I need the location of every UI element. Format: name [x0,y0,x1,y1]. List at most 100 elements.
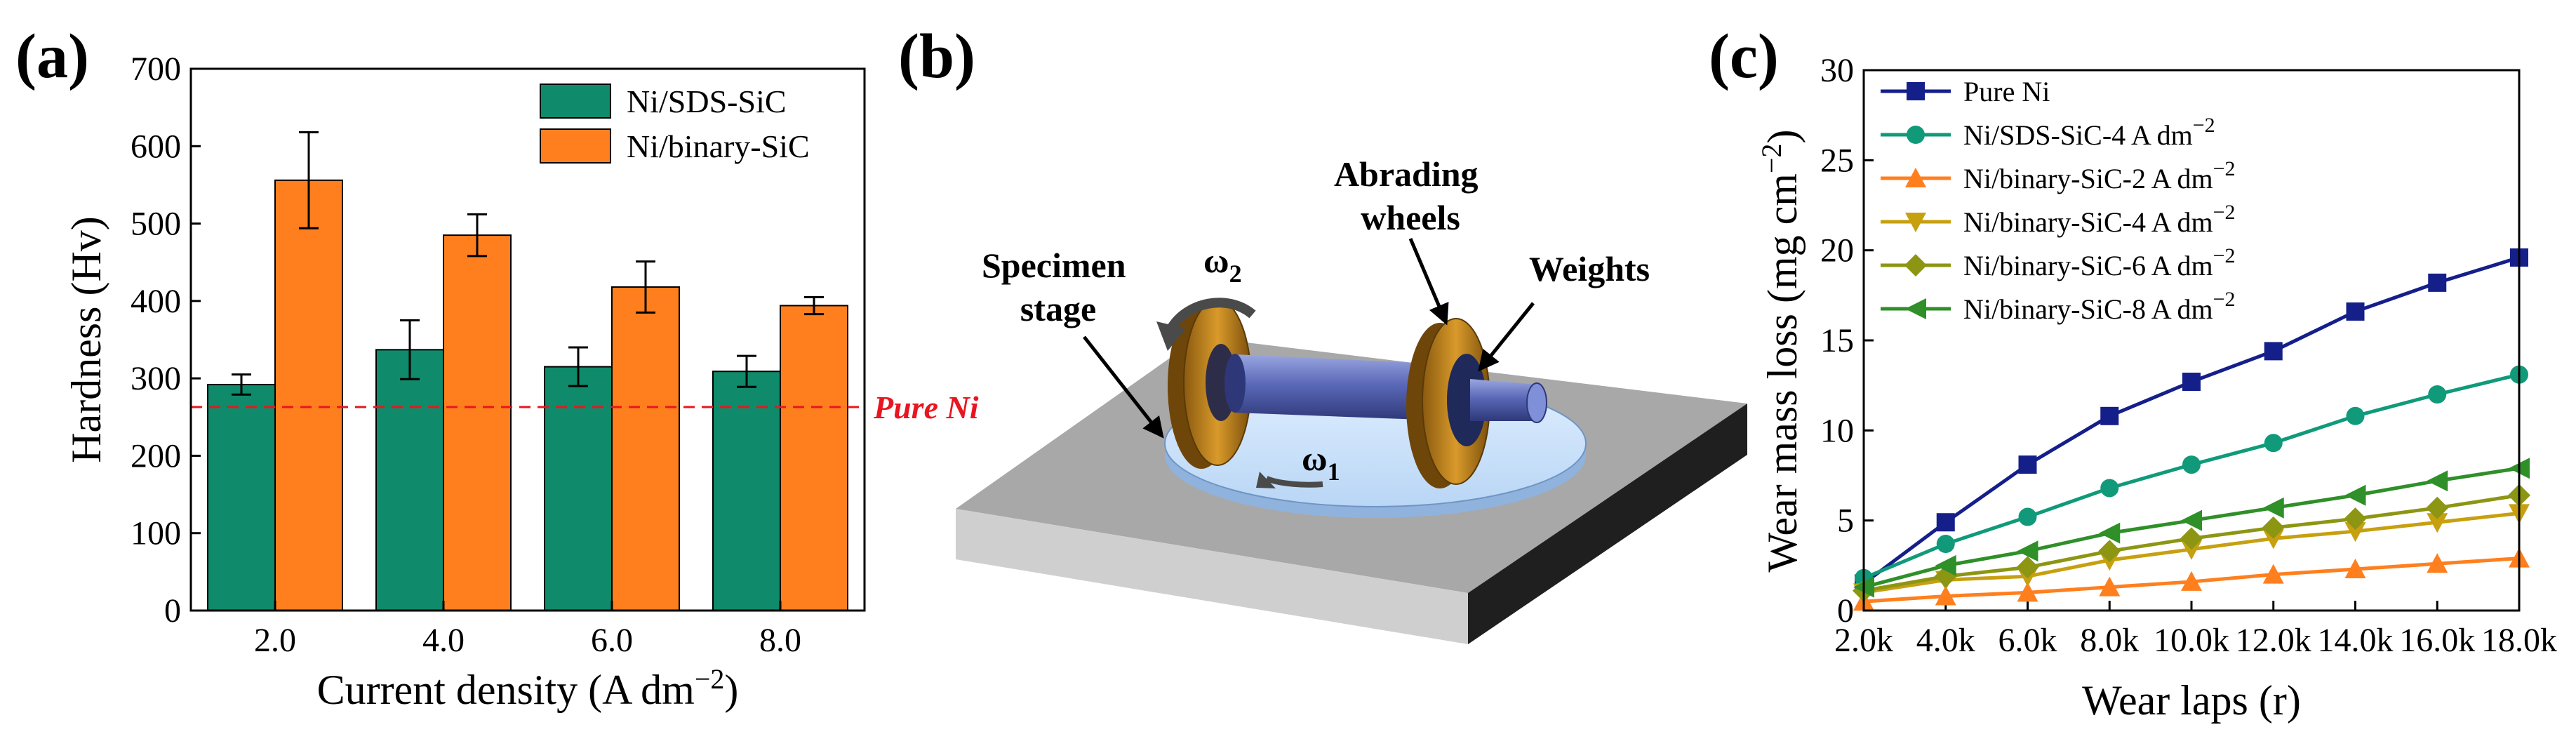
data-point [2264,342,2283,361]
data-point [2428,273,2447,292]
legend-entry-2: Ni/SDS-SiC-4 A dm−2 [1881,114,2215,151]
data-point [2181,509,2202,531]
data-point [2016,556,2039,579]
panel-a-plot-frame [189,67,866,612]
legend-label-binary: Ni/binary-SiC [627,128,810,164]
bar-binary [274,179,343,612]
panel-c-label: (c) [1709,22,1779,91]
x-tick-label: 2.0k [1834,622,1893,659]
legend-marker [1905,213,1926,232]
legend-label: Pure Ni [1963,76,2050,107]
specimen-stage-label: Specimen stage [982,246,1135,328]
y-tick-label: 600 [131,128,181,165]
panel-a-error-bars [232,131,824,396]
base-block-side [1468,404,1747,644]
data-point [2182,455,2201,474]
legend-marker [1904,254,1927,277]
data-point [2182,373,2201,392]
data-point [2264,434,2283,453]
data-point [2346,406,2365,425]
weights-label: Weights [1529,249,1650,288]
y-tick-label: 25 [1820,142,1854,179]
legend-entry-4: Ni/binary-SiC-4 A dm−2 [1881,201,2236,238]
data-point [2344,484,2366,506]
series-2 [1855,365,2528,587]
data-point [2262,529,2284,549]
omega1-rotation-arrow [1265,476,1323,488]
legend-marker [1905,168,1926,187]
data-point [2346,302,2365,321]
data-point [2344,558,2366,578]
legend-label: Ni/binary-SiC-2 A dm−2 [1963,157,2236,194]
base-block-front [956,509,1468,644]
x-tick-label: 10.0k [2154,622,2229,659]
panel-a-y-title: Hardness (Hv) [63,216,109,463]
panel-c-y-axis: 0 5 10 15 20 25 30 [1820,52,1874,630]
y-tick-label: 300 [131,360,181,397]
bar-sds [712,371,781,612]
legend-entry-5: Ni/binary-SiC-6 A dm−2 [1881,244,2236,281]
x-tick-label: 12.0k [2236,622,2311,659]
data-point [1936,513,1955,532]
panel-c-legend: Pure Ni Ni/SDS-SiC-4 A dm−2Ni/binary-SiC-… [1881,76,2236,325]
y-tick-label: 30 [1820,52,1854,89]
y-tick-label: 0 [164,592,181,630]
panel-a-label: (a) [15,22,89,91]
data-point [1936,535,1955,554]
abrading-wheels-pointer [1408,238,1449,326]
data-point [2099,576,2121,597]
shaft [1224,354,1460,421]
y-tick-label: 20 [1820,232,1854,269]
bar-sds [544,366,613,611]
pure-ni-reference-label: Pure Ni [873,389,979,425]
data-point [2262,564,2284,584]
data-point [2262,516,2285,539]
omega2-arrow-head [1156,321,1186,351]
y-tick-label: 15 [1820,322,1854,359]
omega1-label: ω1 [1302,439,1340,486]
legend-marker [1907,126,1925,144]
y-tick-label: 200 [131,437,181,474]
y-tick-label: 400 [131,283,181,320]
panel-a-bars [207,179,848,612]
specimen-stage-pointer [1083,335,1164,439]
y-tick-label: 5 [1837,502,1854,540]
weights-pointer [1478,302,1535,372]
data-point [2181,540,2202,560]
omega2-rotation-arrow [1166,298,1256,333]
y-tick-label: 0 [1837,592,1854,630]
data-point [2427,470,2448,492]
panel-c-x-title: Wear laps (r) [2082,677,2301,724]
panel-c-series [1853,248,2530,611]
data-point [2018,455,2037,474]
data-point [2426,496,2449,519]
x-tick-label: 18.0k [2481,622,2557,659]
legend-label: Ni/binary-SiC-8 A dm−2 [1963,288,2236,325]
data-point [2017,540,2038,562]
data-point [2344,507,2367,531]
data-point [2099,522,2121,544]
x-tick-label: 8.0k [2080,622,2139,659]
x-tick-label: 16.0k [2399,622,2475,659]
legend-entry-3: Ni/binary-SiC-2 A dm−2 [1881,157,2236,194]
data-point [2427,553,2448,573]
bar-sds [375,349,444,611]
data-point [2180,527,2203,550]
data-point [2017,582,2038,602]
data-point [2100,406,2119,425]
bar-sds [207,383,276,611]
data-point [2098,540,2121,563]
weight [1470,379,1547,423]
data-point [2427,513,2448,533]
legend-label: Ni/SDS-SiC-4 A dm−2 [1963,114,2215,151]
x-tick-label: 8.0 [759,622,801,659]
panel-b-label: (b) [898,22,975,91]
y-tick-label: 100 [131,515,181,552]
x-tick-label: 2.0 [254,622,296,659]
y-tick-label: 10 [1820,412,1854,449]
legend-label: Ni/binary-SiC-4 A dm−2 [1963,201,2236,238]
